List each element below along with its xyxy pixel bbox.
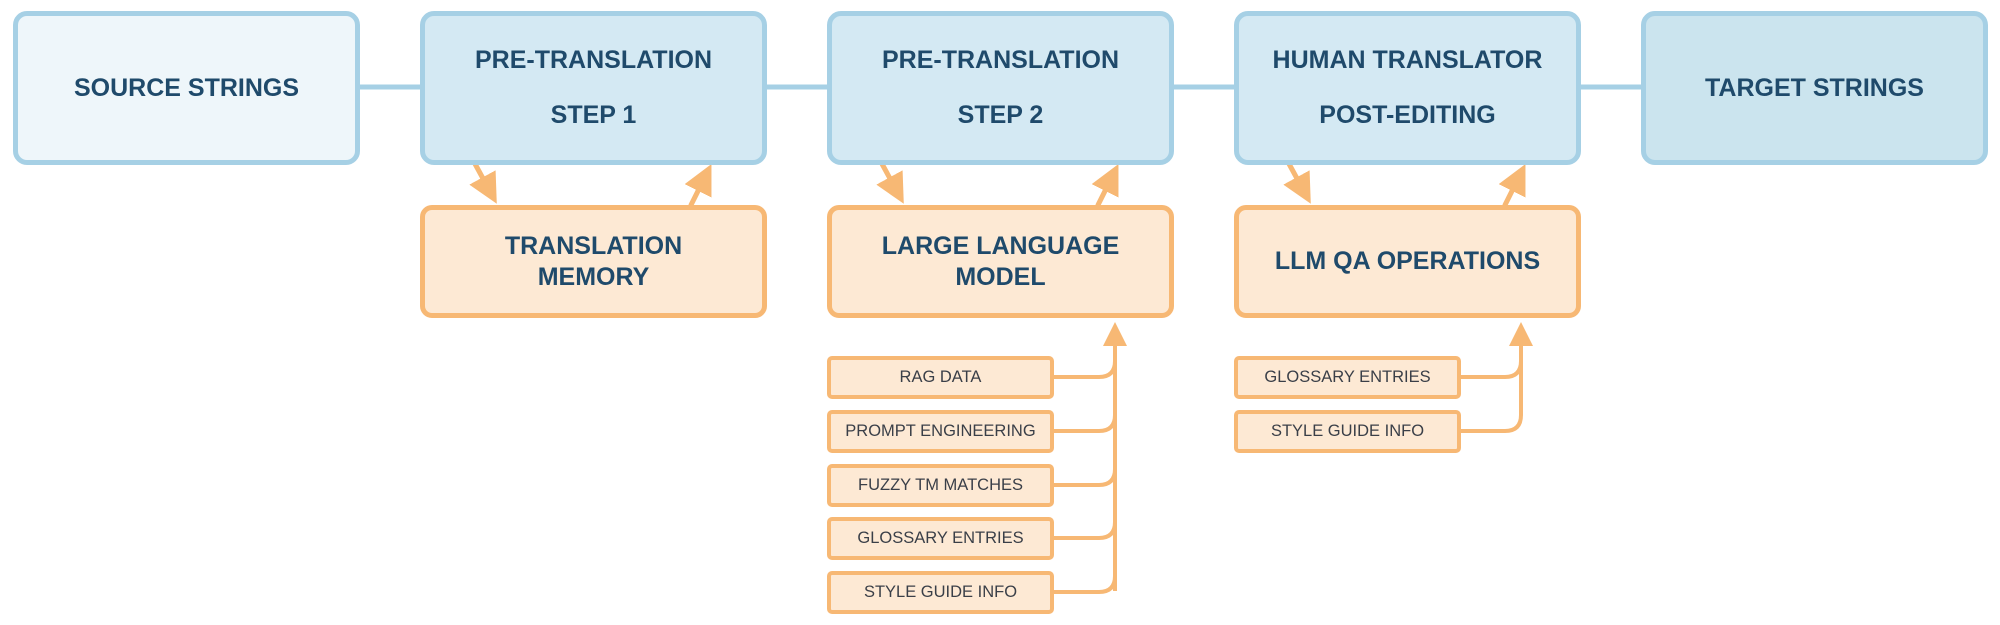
human-subtitle: POST-EDITING: [1319, 101, 1496, 129]
pre-translation-step2-box: PRE-TRANSLATION STEP 2: [827, 11, 1174, 165]
step2-subtitle: STEP 2: [957, 101, 1044, 129]
llm-input-style-guide-info: STYLE GUIDE INFO: [827, 571, 1054, 614]
qa-input-label: GLOSSARY ENTRIES: [1264, 368, 1431, 386]
qa-input-style-guide-info: STYLE GUIDE INFO: [1234, 410, 1461, 453]
step1-title: PRE-TRANSLATION: [474, 46, 713, 74]
llm-line1: LARGE LANGUAGE: [881, 231, 1120, 260]
source-strings-box: SOURCE STRINGS: [13, 11, 360, 165]
qa-input-label: STYLE GUIDE INFO: [1270, 422, 1425, 440]
llm-input-rag-data: RAG DATA: [827, 356, 1054, 399]
llm-qa-operations-box: LLM QA OPERATIONS: [1234, 205, 1581, 318]
llm-input-fuzzy-tm-matches: FUZZY TM MATCHES: [827, 464, 1054, 507]
qa-bracket-style: [1458, 414, 1523, 433]
target-strings-label: TARGET STRINGS: [1705, 73, 1924, 102]
human-translator-box: HUMAN TRANSLATOR POST-EDITING: [1234, 11, 1581, 165]
tm-line1: TRANSLATION: [504, 231, 683, 260]
resource-arrows: [469, 159, 1526, 208]
llm-input-glossary-entries: GLOSSARY ENTRIES: [827, 517, 1054, 560]
translation-memory-box: TRANSLATION MEMORY: [420, 205, 767, 318]
large-language-model-box: LARGE LANGUAGE MODEL: [827, 205, 1174, 318]
arrow-step1-to-tm: [469, 159, 497, 204]
arrow-qa-to-human: [1498, 164, 1526, 208]
arrow-step2-to-llm: [876, 159, 904, 204]
llm-bracket-prompt: [1052, 414, 1117, 433]
qa-bracket-glossary: [1458, 360, 1523, 379]
llm-bracket-glossary: [1052, 521, 1117, 540]
llm-input-connectors: [1052, 322, 1127, 594]
pre-translation-step1-box: PRE-TRANSLATION STEP 1: [420, 11, 767, 165]
llm-input-prompt-engineering: PROMPT ENGINEERING: [827, 410, 1054, 453]
step2-title: PRE-TRANSLATION: [881, 46, 1120, 74]
llm-input-label: PROMPT ENGINEERING: [845, 422, 1036, 440]
llm-bracket-rag: [1052, 360, 1117, 379]
llm-line2: MODEL: [955, 262, 1046, 291]
llm-bracket-style: [1052, 575, 1117, 594]
llm-qa-label: LLM QA OPERATIONS: [1274, 247, 1541, 275]
arrow-human-to-qa: [1283, 159, 1311, 204]
llm-bracket-fuzzy: [1052, 468, 1117, 487]
human-title: HUMAN TRANSLATOR: [1272, 46, 1543, 74]
source-strings-label: SOURCE STRINGS: [73, 73, 300, 102]
qa-input-glossary-entries: GLOSSARY ENTRIES: [1234, 356, 1461, 399]
qa-input-connectors: [1458, 322, 1533, 433]
llm-input-label: RAG DATA: [899, 368, 982, 386]
llm-input-label: GLOSSARY ENTRIES: [857, 529, 1024, 547]
arrow-tm-to-step1: [684, 164, 712, 208]
llm-input-label: FUZZY TM MATCHES: [858, 476, 1023, 494]
step1-subtitle: STEP 1: [550, 101, 637, 129]
llm-input-label: STYLE GUIDE INFO: [863, 583, 1018, 601]
arrow-llm-to-step2: [1091, 164, 1119, 208]
tm-line2: MEMORY: [537, 262, 650, 291]
target-strings-box: TARGET STRINGS: [1641, 11, 1988, 165]
